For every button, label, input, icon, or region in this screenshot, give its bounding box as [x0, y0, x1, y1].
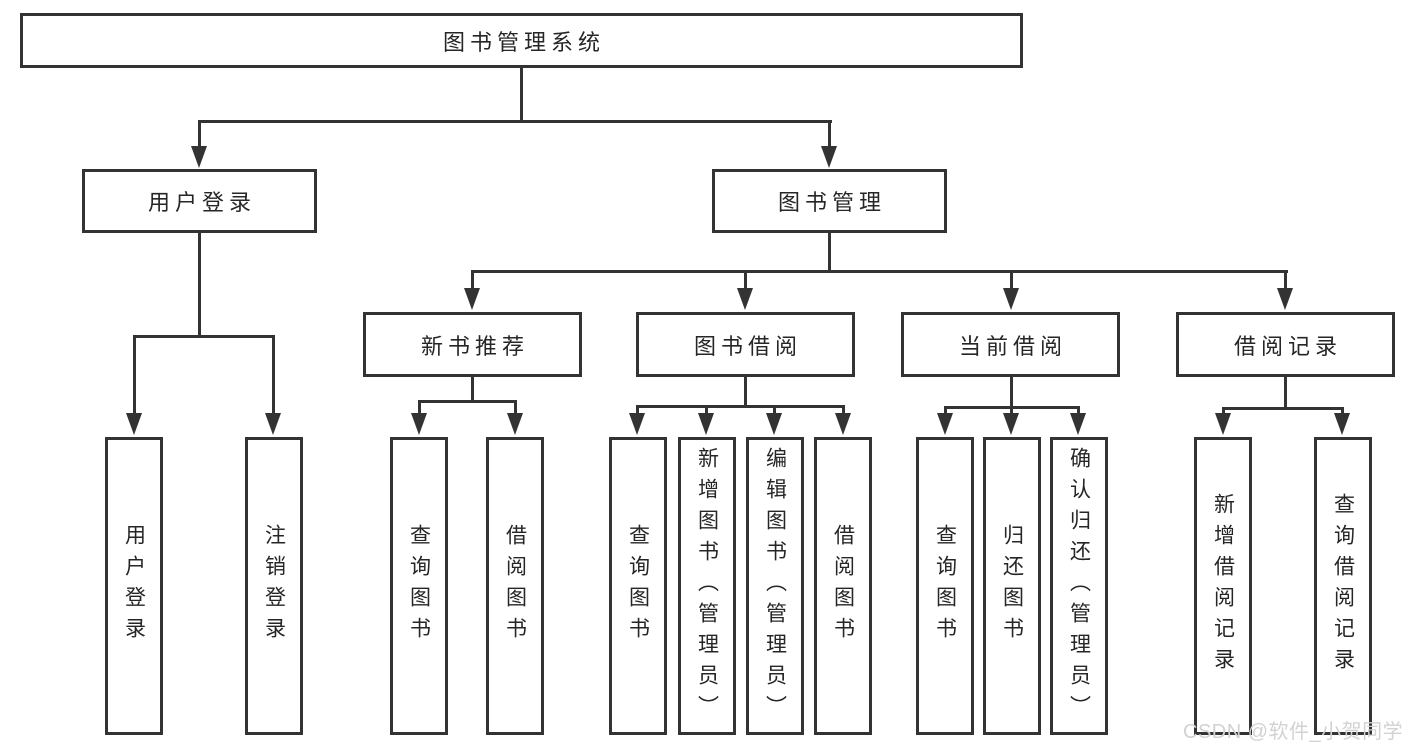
connector-borrow-drop-2 — [705, 405, 708, 415]
connector-bookmgmt-vline — [828, 231, 831, 272]
leaf-newbooks-query: 查询图书 — [390, 437, 448, 735]
connector-borrow-vline — [744, 375, 747, 407]
leaf-records-add: 新增借阅记录 — [1194, 437, 1252, 735]
node-label: 确认归还（管理员） — [1067, 446, 1091, 726]
arrow-down-icon — [1215, 413, 1231, 435]
node-label: 查询图书 — [933, 524, 957, 648]
connector-current-drop-3 — [1077, 406, 1080, 415]
leaf-logout: 注销登录 — [245, 437, 303, 735]
connector-borrow-drop-3 — [773, 405, 776, 415]
connector-bookmgmt-drop-1 — [471, 270, 474, 290]
connector-bookmgmt-drop-3 — [1010, 270, 1013, 290]
connector-root-vline — [520, 66, 523, 120]
connector-borrow-drop-4 — [842, 405, 845, 415]
node-label: 图书管理系统 — [442, 29, 605, 55]
connector-newbooks-hline — [418, 400, 517, 403]
arrow-down-icon — [1334, 413, 1350, 435]
node-label: 新增借阅记录 — [1211, 493, 1235, 679]
arrow-down-icon — [937, 413, 953, 435]
connector-borrow-hline — [636, 405, 845, 408]
arrow-down-icon — [737, 288, 753, 310]
node-label: 注销登录 — [262, 524, 286, 648]
connector-records-drop-1 — [1222, 407, 1225, 415]
node-label: 查询图书 — [407, 524, 431, 648]
arrow-down-icon — [126, 413, 142, 435]
node-label: 用户登录 — [122, 524, 146, 648]
leaf-borrow-add-admin: 新增图书（管理员） — [678, 437, 736, 735]
connector-newbooks-drop-2 — [514, 400, 517, 415]
connector-records-hline — [1222, 407, 1344, 410]
connector-newbooks-drop-1 — [418, 400, 421, 415]
connector-bookmgmt-drop-4 — [1284, 270, 1287, 290]
node-book-borrow: 图书借阅 — [636, 312, 855, 377]
node-label: 借阅图书 — [831, 524, 855, 648]
leaf-current-confirm-return-admin: 确认归还（管理员） — [1050, 437, 1108, 735]
leaf-user-login: 用户登录 — [105, 437, 163, 735]
arrow-down-icon — [464, 288, 480, 310]
node-label: 借阅图书 — [503, 524, 527, 648]
arrow-down-icon — [1003, 413, 1019, 435]
connector-userlogin-drop-2 — [272, 335, 275, 415]
connector-current-drop-2 — [1010, 406, 1013, 415]
node-user-login-branch: 用户登录 — [82, 169, 317, 233]
connector-borrow-drop-1 — [636, 405, 639, 415]
node-label: 图书借阅 — [693, 333, 802, 359]
node-label: 归还图书 — [1000, 524, 1024, 648]
arrow-down-icon — [1003, 288, 1019, 310]
arrow-down-icon — [191, 146, 207, 168]
connector-userlogin-drop-1 — [133, 335, 136, 415]
arrow-down-icon — [411, 413, 427, 435]
node-label: 查询借阅记录 — [1331, 493, 1355, 679]
node-current-borrow: 当前借阅 — [901, 312, 1120, 377]
node-root-library-system: 图书管理系统 — [20, 13, 1023, 68]
leaf-borrow-book: 借阅图书 — [814, 437, 872, 735]
node-borrow-records: 借阅记录 — [1176, 312, 1395, 377]
node-label: 当前借阅 — [958, 333, 1067, 359]
watermark: CSDN @软件_小贺同学 — [1183, 721, 1404, 743]
leaf-borrow-query: 查询图书 — [609, 437, 667, 735]
arrow-down-icon — [265, 413, 281, 435]
connector-current-vline — [1010, 375, 1013, 408]
connector-root-drop-left — [198, 120, 201, 148]
connector-bookmgmt-drop-2 — [744, 270, 747, 290]
node-label: 图书管理 — [777, 190, 886, 215]
connector-records-vline — [1284, 375, 1287, 409]
node-book-management-branch: 图书管理 — [712, 169, 947, 233]
arrow-down-icon — [698, 413, 714, 435]
leaf-current-query: 查询图书 — [916, 437, 974, 735]
connector-records-drop-2 — [1341, 407, 1344, 415]
arrow-down-icon — [835, 413, 851, 435]
arrow-down-icon — [766, 413, 782, 435]
node-label: 借阅记录 — [1233, 333, 1342, 359]
arrow-down-icon — [1070, 413, 1086, 435]
node-label: 新书推荐 — [420, 333, 529, 359]
arrow-down-icon — [821, 146, 837, 168]
connector-current-drop-1 — [944, 406, 947, 415]
connector-userlogin-vline — [198, 231, 201, 337]
connector-userlogin-hline — [133, 335, 275, 338]
arrow-down-icon — [507, 413, 523, 435]
node-label: 编辑图书（管理员） — [763, 446, 787, 726]
node-label: 新增图书（管理员） — [695, 446, 719, 726]
node-new-book-recommend: 新书推荐 — [363, 312, 582, 377]
connector-newbooks-vline — [471, 375, 474, 402]
leaf-records-query: 查询借阅记录 — [1314, 437, 1372, 735]
node-label: 查询图书 — [626, 524, 650, 648]
leaf-current-return: 归还图书 — [983, 437, 1041, 735]
arrow-down-icon — [1277, 288, 1293, 310]
arrow-down-icon — [629, 413, 645, 435]
leaf-borrow-edit-admin: 编辑图书（管理员） — [746, 437, 804, 735]
connector-root-drop-right — [828, 120, 831, 148]
connector-bookmgmt-hline — [471, 270, 1288, 273]
connector-root-hline — [198, 120, 832, 123]
leaf-newbooks-borrow: 借阅图书 — [486, 437, 544, 735]
node-label: 用户登录 — [147, 190, 256, 215]
